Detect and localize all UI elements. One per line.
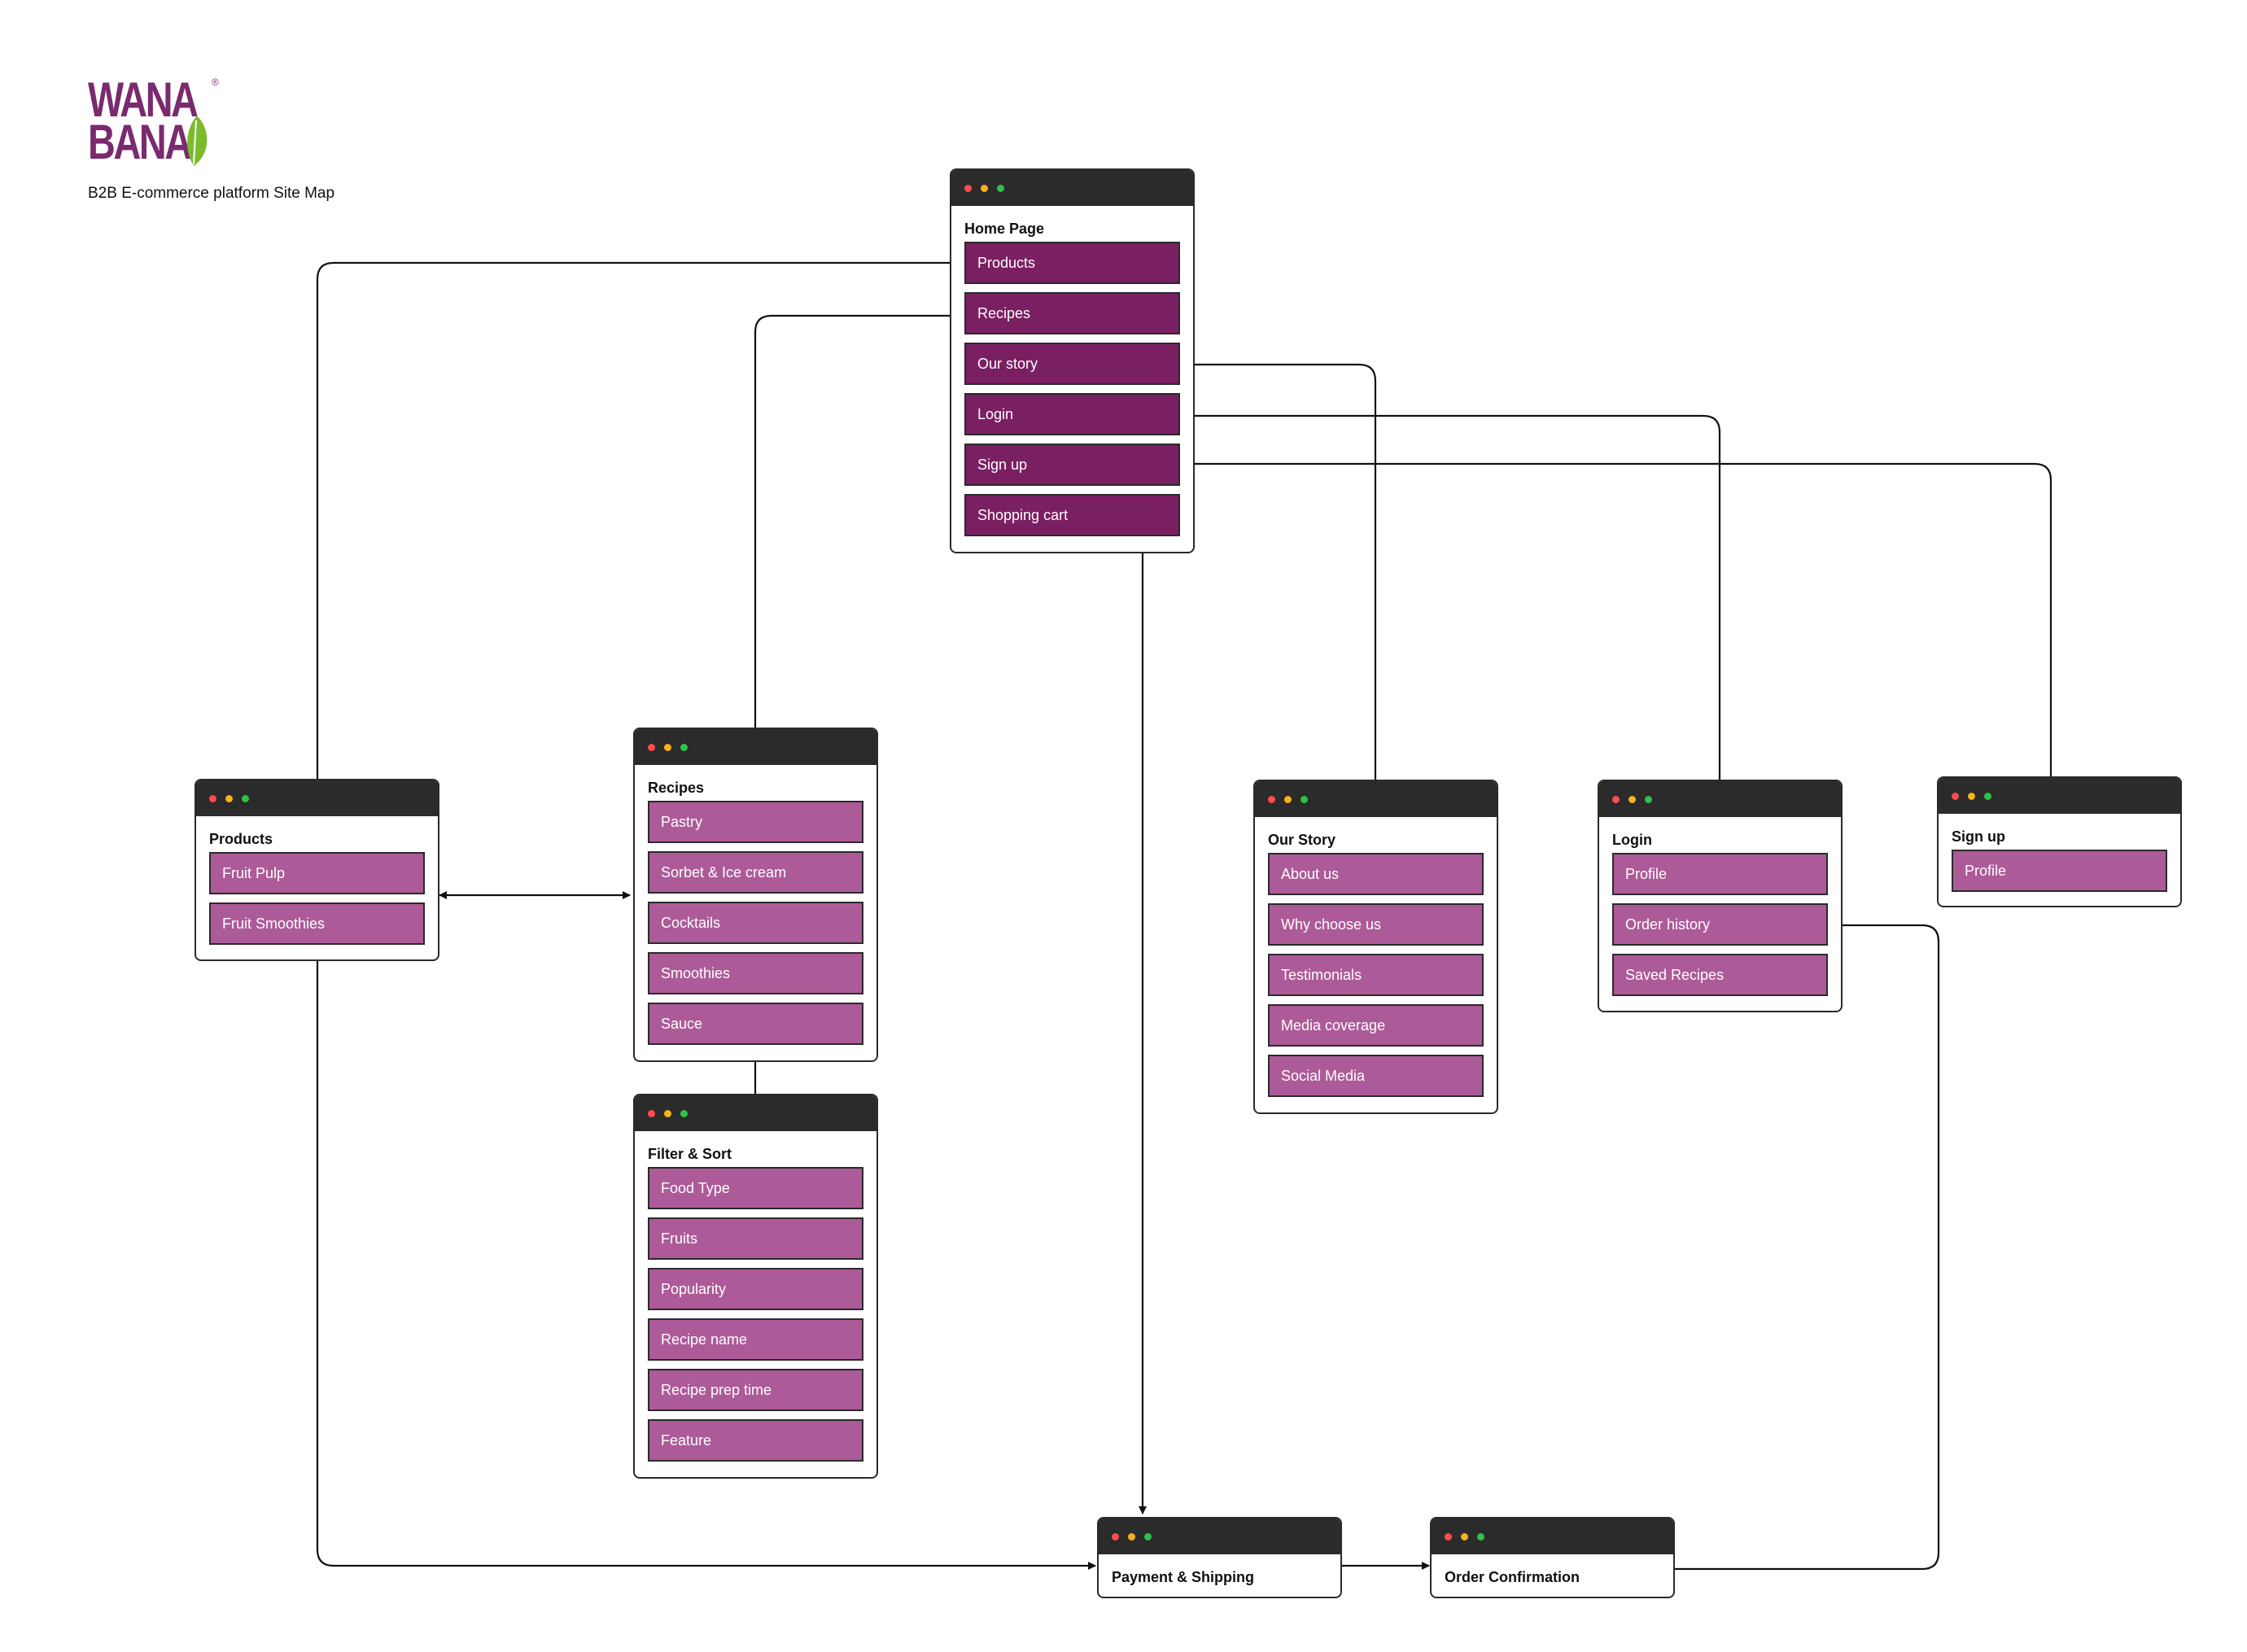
our-story-window: Our Story About us Why choose us Testimo… — [1253, 780, 1498, 1114]
recipes-item-pastry[interactable]: Pastry — [648, 801, 863, 843]
login-item-profile[interactable]: Profile — [1612, 853, 1828, 895]
recipes-item-cocktails[interactable]: Cocktails — [648, 902, 863, 944]
close-dot-icon — [1112, 1533, 1119, 1541]
maximize-dot-icon — [1984, 793, 1991, 800]
home-item-recipes[interactable]: Recipes — [964, 292, 1180, 334]
home-page-window: Home Page Products Recipes Our story Log… — [950, 168, 1195, 553]
maximize-dot-icon — [1301, 796, 1308, 803]
order-confirmation-window: Order Confirmation — [1430, 1517, 1675, 1598]
link-products — [316, 261, 965, 780]
window-titlebar — [196, 780, 438, 816]
login-item-order-history[interactable]: Order history — [1612, 903, 1828, 946]
window-titlebar — [1599, 781, 1841, 817]
window-title: Login — [1612, 832, 1652, 848]
close-dot-icon — [1952, 793, 1959, 800]
minimize-dot-icon — [225, 795, 233, 802]
home-item-login[interactable]: Login — [964, 393, 1180, 435]
wanabana-logo: WANA BANA ® — [88, 72, 226, 169]
window-titlebar — [635, 729, 877, 765]
filter-item-popularity[interactable]: Popularity — [648, 1268, 863, 1310]
close-dot-icon — [964, 185, 972, 192]
filter-item-recipe-name[interactable]: Recipe name — [648, 1318, 863, 1361]
maximize-dot-icon — [680, 1110, 688, 1117]
products-item-fruit-smoothies[interactable]: Fruit Smoothies — [209, 902, 425, 945]
close-dot-icon — [1445, 1533, 1452, 1541]
minimize-dot-icon — [1628, 796, 1636, 803]
window-title: Payment & Shipping — [1112, 1569, 1255, 1585]
link-recipes — [754, 314, 965, 729]
close-dot-icon — [648, 1110, 655, 1117]
login-window: Login Profile Order history Saved Recipe… — [1598, 780, 1843, 1012]
minimize-dot-icon — [1968, 793, 1975, 800]
signup-item-profile[interactable]: Profile — [1952, 850, 2167, 892]
window-titlebar — [1255, 781, 1497, 817]
close-dot-icon — [648, 744, 655, 751]
products-item-fruit-pulp[interactable]: Fruit Pulp — [209, 852, 425, 894]
window-title: Sign up — [1952, 828, 2005, 845]
sitemap-subtitle: B2B E-commerce platform Site Map — [88, 185, 335, 202]
close-dot-icon — [209, 795, 216, 802]
window-titlebar — [1099, 1519, 1340, 1554]
link-confirmation-orderhistory — [1673, 921, 1940, 1571]
logo-text-line-2: BANA — [88, 115, 192, 169]
story-item-why-choose-us[interactable]: Why choose us — [1268, 903, 1484, 946]
window-title: Products — [209, 831, 273, 847]
maximize-dot-icon — [1144, 1533, 1152, 1541]
filter-item-prep-time[interactable]: Recipe prep time — [648, 1369, 863, 1411]
recipes-window: Recipes Pastry Sorbet & Ice cream Cockta… — [633, 728, 878, 1062]
maximize-dot-icon — [1645, 796, 1652, 803]
minimize-dot-icon — [664, 1110, 671, 1117]
story-item-social-media[interactable]: Social Media — [1268, 1055, 1484, 1097]
home-item-products[interactable]: Products — [964, 242, 1180, 284]
window-title: Filter & Sort — [648, 1146, 732, 1162]
story-item-testimonials[interactable]: Testimonials — [1268, 954, 1484, 996]
payment-shipping-window: Payment & Shipping — [1097, 1517, 1342, 1598]
home-item-our-story[interactable]: Our story — [964, 343, 1180, 385]
link-products-payment — [316, 960, 1096, 1570]
window-title: Our Story — [1268, 832, 1336, 848]
recipes-item-sorbet[interactable]: Sorbet & Ice cream — [648, 851, 863, 894]
window-titlebar — [635, 1095, 877, 1131]
minimize-dot-icon — [1461, 1533, 1468, 1541]
window-title: Home Page — [964, 221, 1045, 237]
registered-mark: ® — [212, 76, 219, 88]
filter-item-food-type[interactable]: Food Type — [648, 1167, 863, 1209]
window-title: Order Confirmation — [1445, 1569, 1580, 1585]
home-item-shopping-cart[interactable]: Shopping cart — [964, 494, 1180, 536]
minimize-dot-icon — [664, 744, 671, 751]
recipes-item-smoothies[interactable]: Smoothies — [648, 952, 863, 994]
filter-item-feature[interactable]: Feature — [648, 1419, 863, 1462]
recipes-item-sauce[interactable]: Sauce — [648, 1003, 863, 1045]
window-titlebar — [951, 170, 1193, 206]
login-item-saved-recipes[interactable]: Saved Recipes — [1612, 954, 1828, 996]
link-login — [1178, 414, 1721, 781]
story-item-about-us[interactable]: About us — [1268, 853, 1484, 895]
filter-item-fruits[interactable]: Fruits — [648, 1217, 863, 1260]
sign-up-window: Sign up Profile — [1937, 776, 2182, 907]
leaf-icon — [187, 116, 208, 166]
window-titlebar — [1432, 1519, 1673, 1554]
home-item-sign-up[interactable]: Sign up — [964, 444, 1180, 486]
minimize-dot-icon — [1128, 1533, 1135, 1541]
maximize-dot-icon — [1477, 1533, 1484, 1541]
minimize-dot-icon — [981, 185, 988, 192]
link-signup — [1178, 462, 2052, 778]
window-titlebar — [1939, 778, 2180, 814]
story-item-media-coverage[interactable]: Media coverage — [1268, 1004, 1484, 1047]
close-dot-icon — [1268, 796, 1275, 803]
maximize-dot-icon — [997, 185, 1004, 192]
logo-text-line-1: WANA — [88, 72, 199, 127]
maximize-dot-icon — [242, 795, 249, 802]
products-window: Products Fruit Pulp Fruit Smoothies — [195, 779, 439, 961]
minimize-dot-icon — [1284, 796, 1292, 803]
window-title: Recipes — [648, 780, 705, 796]
link-our-story — [1178, 363, 1377, 781]
close-dot-icon — [1612, 796, 1620, 803]
maximize-dot-icon — [680, 744, 688, 751]
filter-sort-window: Filter & Sort Food Type Fruits Popularit… — [633, 1094, 878, 1479]
